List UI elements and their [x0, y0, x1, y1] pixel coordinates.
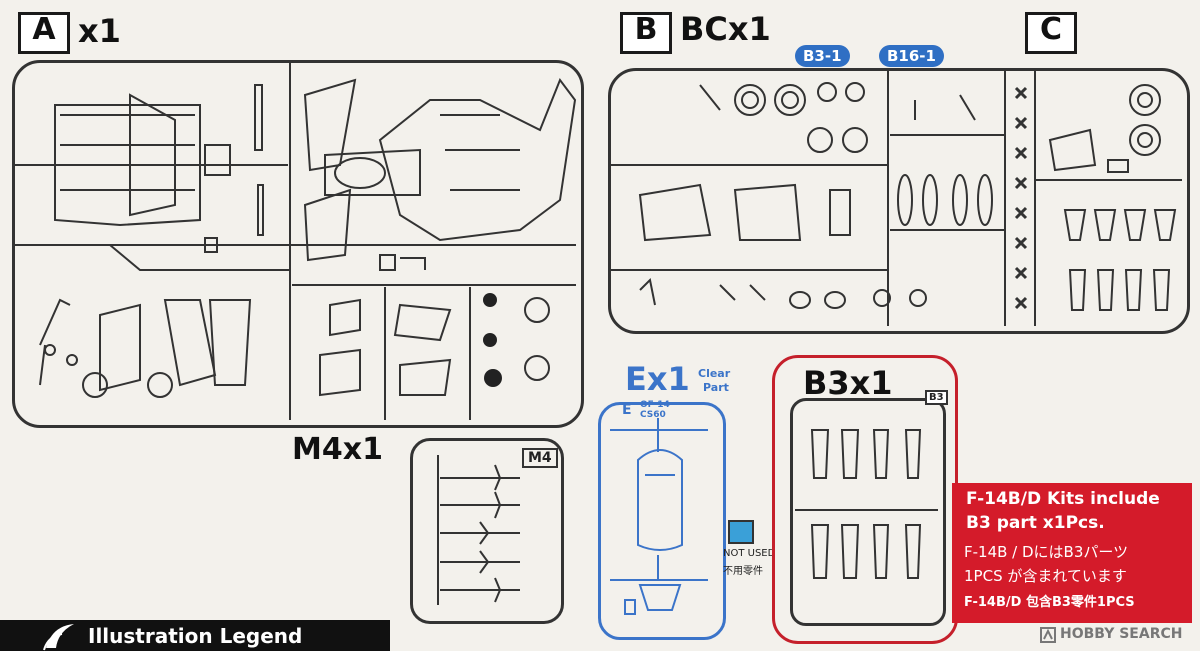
sprue-b3-title: B3x1 [803, 364, 893, 402]
note-line-2: B3 part x1Pcs. [966, 513, 1105, 533]
sprue-b3-frame [790, 398, 946, 626]
sprue-c-letter: C [1025, 12, 1077, 54]
watermark-text: HOBBY SEARCH [1060, 626, 1183, 642]
sprue-m4-title: M4x1 [292, 432, 383, 467]
sprue-m4-tag: M4 [522, 448, 558, 468]
hobby-search-watermark: HOBBY SEARCH [1040, 622, 1196, 648]
legend-title: Illustration Legend [88, 624, 303, 648]
sprue-e-part-label: Part [703, 381, 729, 394]
callout-b3-1: B3-1 [795, 45, 850, 67]
legend-logo-icon [43, 624, 74, 651]
f14bd-note-banner: F-14B/D Kits include B3 part x1Pcs. F-14… [952, 483, 1192, 623]
not-used-label-jp: 不用零件 [723, 566, 763, 577]
sprue-bc-count: BCx1 [680, 10, 771, 48]
sprue-e-title: Ex1 [625, 360, 690, 398]
note-line-4: 1PCS が含まれています [964, 567, 1127, 585]
illustration-legend-bar: Illustration Legend [0, 620, 390, 651]
sprue-m4-frame [410, 438, 564, 624]
sprue-b-letter: B [620, 12, 672, 54]
sprue-e-letter: E [622, 402, 632, 418]
sprue-e-code-1: OF-14 [640, 400, 670, 410]
sprue-e-clear-label: Clear [698, 367, 731, 380]
not-used-swatch [728, 520, 754, 544]
sprue-e-frame [598, 402, 726, 640]
not-used-label-en: NOT USED [723, 548, 776, 559]
note-line-1: F-14B/D Kits include [966, 489, 1160, 509]
sprue-a-count: x1 [78, 12, 121, 50]
sprue-e-code-2: CS60 [640, 410, 666, 420]
sprue-bc-frame [608, 68, 1190, 334]
callout-b16-1: B16-1 [879, 45, 944, 67]
sprue-a-letter: A [18, 12, 70, 54]
sprue-b3-tag: B3 [925, 390, 948, 405]
note-line-3: F-14B / DにはB3パーツ [964, 543, 1129, 561]
watermark-logo-icon [1040, 627, 1056, 643]
note-line-5: F-14B/D 包含B3零件1PCS [964, 595, 1135, 610]
sprue-a-frame [12, 60, 584, 428]
